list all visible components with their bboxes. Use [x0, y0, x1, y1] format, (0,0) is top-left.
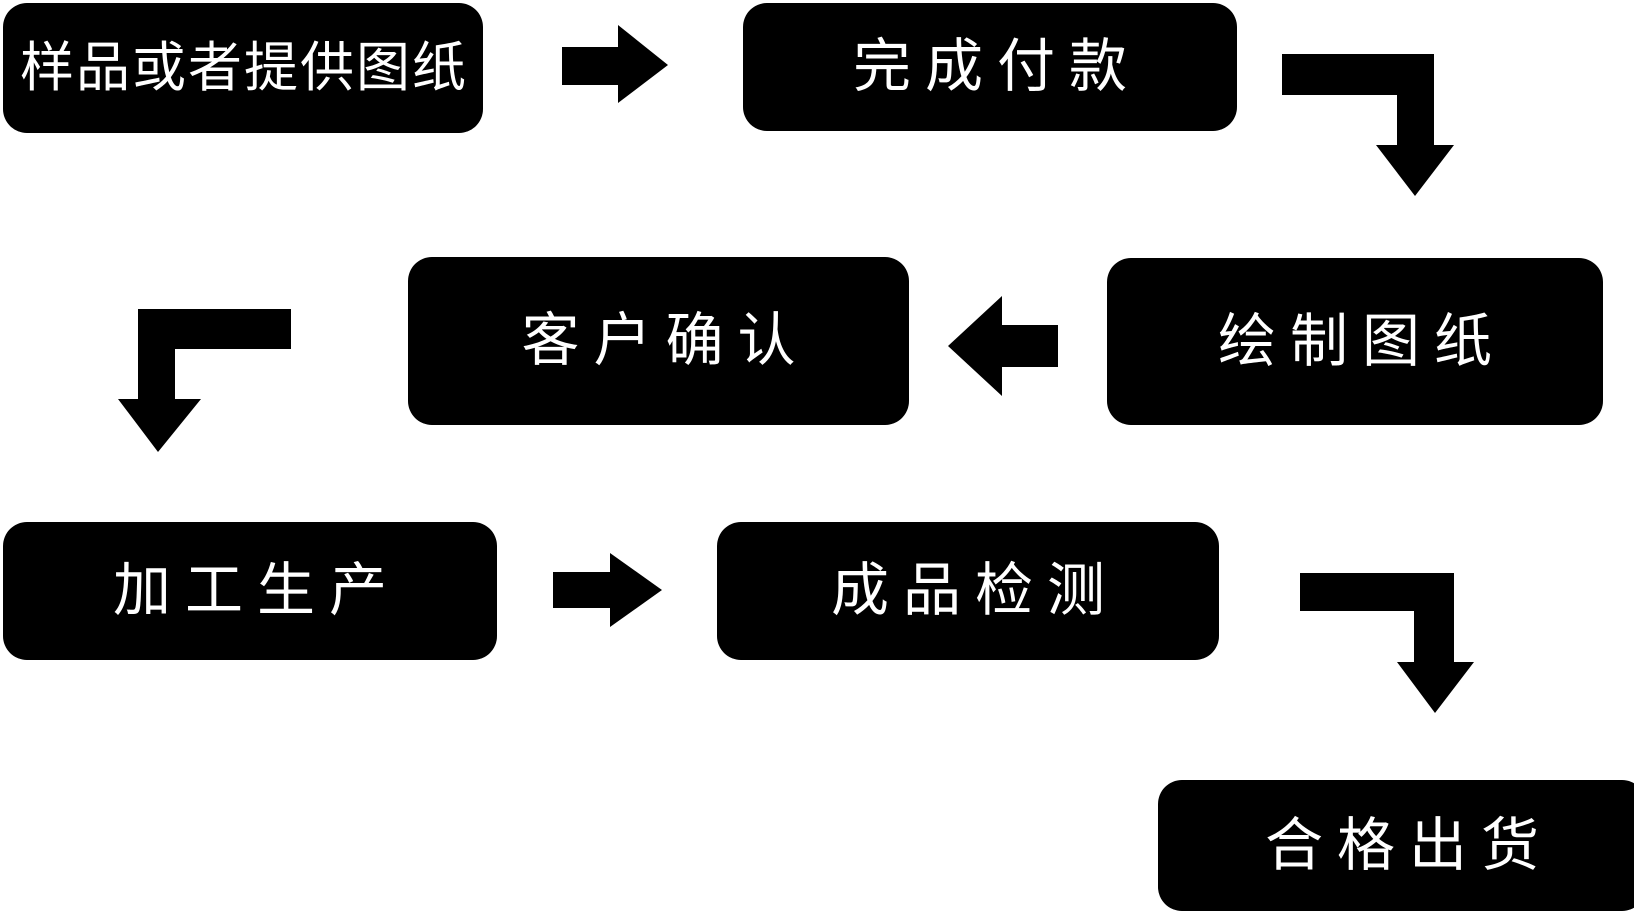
node-complete-payment: 完成付款 [743, 3, 1237, 131]
arrow-draw-to-confirm [948, 296, 1058, 396]
node-label: 加工生产 [112, 558, 401, 623]
arrow-inspection-to-shipment [1300, 573, 1474, 713]
node-customer-confirmation: 客户确认 [408, 257, 909, 425]
node-label: 完成付款 [852, 34, 1141, 99]
node-label: 成品检测 [830, 558, 1119, 623]
arrow-payment-to-draw [1282, 54, 1454, 196]
arrow-sample-to-payment [562, 25, 668, 103]
node-processing-production: 加工生产 [3, 522, 497, 660]
arrow-confirm-to-production [118, 309, 291, 452]
node-finished-product-inspection: 成品检测 [717, 522, 1219, 660]
node-label: 合格出货 [1264, 812, 1553, 878]
node-label: 样品或者提供图纸 [20, 38, 468, 98]
node-label: 绘制图纸 [1217, 308, 1506, 374]
arrow-production-to-inspection [553, 553, 662, 627]
node-qualified-shipment: 合格出货 [1158, 780, 1634, 911]
node-sample-or-provide-drawings: 样品或者提供图纸 [3, 3, 483, 133]
node-label: 客户确认 [521, 308, 810, 373]
node-draw-drawings: 绘制图纸 [1107, 258, 1603, 425]
